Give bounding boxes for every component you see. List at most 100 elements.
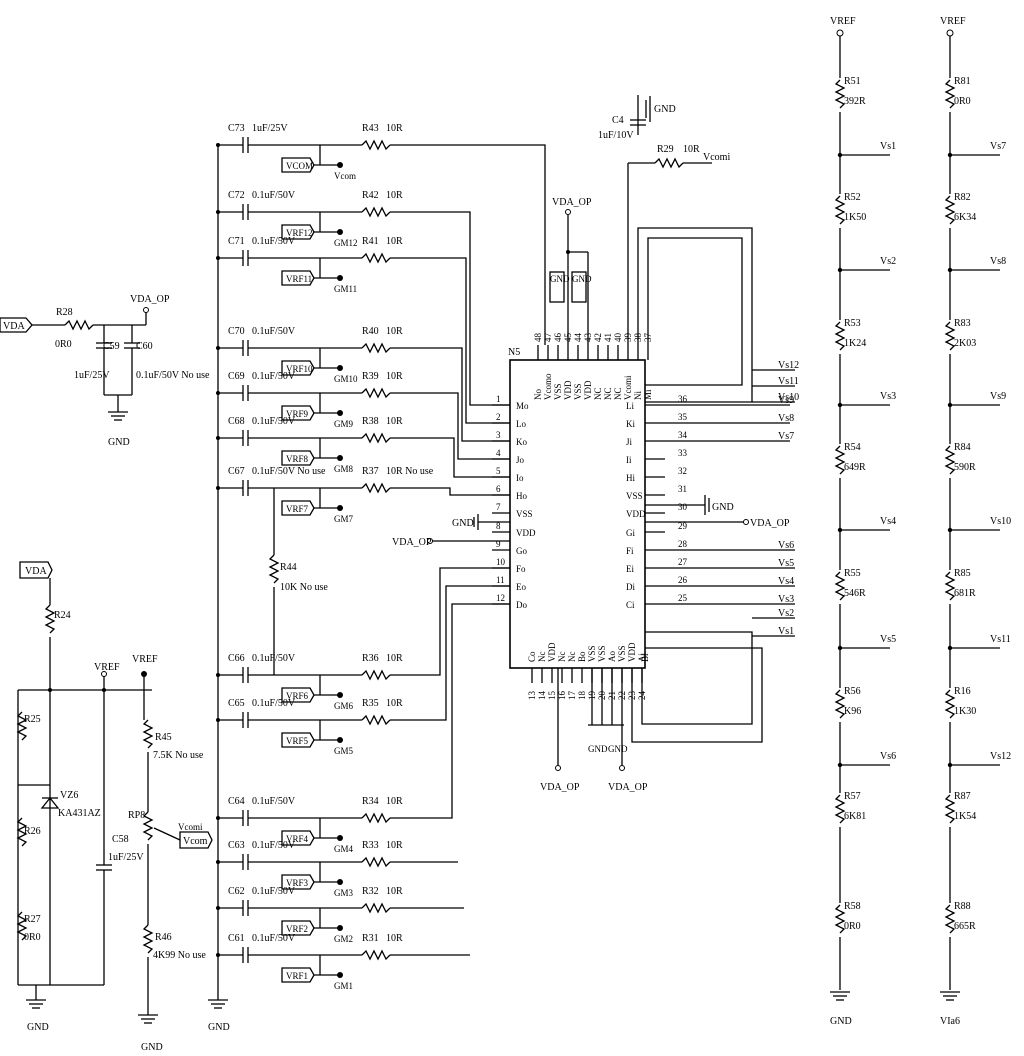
- gm-label: GM1: [334, 981, 353, 991]
- r44-value: 10K No use: [280, 582, 328, 593]
- right-net-label: Vs2: [778, 608, 794, 619]
- ic-pin-number: 10: [496, 557, 506, 567]
- rp8-vcomi: Vcomi: [178, 822, 203, 832]
- port-label: VRF6: [286, 691, 309, 701]
- ic-pin-number: 36: [678, 394, 688, 404]
- ic-pin-name: Gi: [626, 528, 635, 538]
- ic-pin-number: 17: [567, 691, 577, 701]
- resistor-value: 10R: [386, 416, 403, 427]
- ladder-resistor: [944, 79, 956, 109]
- r29-value: 10R: [683, 144, 700, 155]
- ic-pin-name: VSS: [626, 491, 643, 501]
- ladder-gnd-label: VIa6: [940, 1016, 960, 1027]
- ic-pin-name: Do: [516, 600, 527, 610]
- channel-route: [390, 347, 510, 442]
- ladder-resistor-ref: R51: [844, 76, 861, 87]
- ladder-resistor-ref: R53: [844, 318, 861, 329]
- ladder-resistor-value: 392R: [844, 96, 866, 107]
- channel-resistor: [361, 342, 391, 354]
- ic-pin-number: 12: [496, 593, 505, 603]
- pin23-terminal: [619, 765, 625, 771]
- resistor-value: 10R: [386, 236, 403, 247]
- junction-dot: [216, 860, 220, 864]
- ic-pin-name: NC: [593, 387, 603, 400]
- c58-value: 1uF/25V: [108, 852, 144, 863]
- pin8-net: VDA_OP: [392, 537, 432, 548]
- channel-route: [390, 603, 510, 819]
- ladder-resistor-value: 590R: [954, 462, 976, 473]
- port-label: VRF10: [286, 364, 313, 374]
- pin24-loop: [631, 647, 763, 743]
- pin8-terminal: [427, 538, 433, 544]
- right-net-label: Vs6: [778, 540, 794, 551]
- channel-resistor: [361, 139, 391, 151]
- port-label: VRF5: [286, 736, 309, 746]
- junction-dot: [837, 402, 843, 408]
- ic-pin-name: Io: [516, 473, 524, 483]
- junction-dot: [216, 718, 220, 722]
- ic-pin-number: 46: [553, 333, 563, 343]
- channel-resistor: [361, 714, 391, 726]
- junction-dot: [566, 250, 570, 254]
- c60-ref: C60: [136, 341, 153, 352]
- vz6-diode: [40, 796, 60, 809]
- ladder-resistor-value: 649R: [844, 462, 866, 473]
- c59-ref: C59: [103, 341, 120, 352]
- cap-value: 0.1uF/50V: [252, 236, 296, 247]
- port-label: VRF4: [286, 834, 309, 844]
- rp8-potentiometer: [142, 811, 154, 841]
- resistor-ref: R38: [362, 416, 379, 427]
- pin30-net: VDA_OP: [750, 518, 790, 529]
- cap-value: 0.1uF/50V: [252, 698, 296, 709]
- ladder-tap-label: Vs10: [990, 516, 1011, 527]
- top-gnd1: GND: [550, 274, 570, 284]
- ladder-tap-label: Vs8: [990, 256, 1006, 267]
- channel-resistor: [361, 387, 391, 399]
- cap-value: 0.1uF/50V: [252, 416, 296, 427]
- ladder-resistor-ref: R57: [844, 791, 861, 802]
- port-arrow: [281, 830, 315, 846]
- ic-pin-name: Bi: [640, 653, 650, 662]
- r45-value: 7.5K No use: [153, 750, 204, 761]
- ladder-resistor-bg: [945, 903, 955, 937]
- channel-resistor: [361, 949, 391, 961]
- channel-resistor: [361, 812, 391, 824]
- ladder-tap-label: Vs11: [990, 634, 1011, 645]
- right-net-label: Vs7: [778, 431, 794, 442]
- ladder-resistor-ref: R16: [954, 686, 971, 697]
- gm-label: GM12: [334, 238, 358, 248]
- r46-resistor: [142, 924, 154, 954]
- r27-resistor: [16, 911, 28, 941]
- pin30-terminal: [743, 519, 749, 525]
- gm-label: GM7: [334, 514, 354, 524]
- r44-ref: R44: [280, 562, 297, 573]
- rp8-wiper: [153, 827, 181, 841]
- junction-dot: [947, 267, 953, 273]
- resistor-value: 10R: [386, 653, 403, 664]
- cap-ref: C66: [228, 653, 245, 664]
- supply-gnd: GND: [108, 437, 130, 448]
- ic-pin-name: Ei: [626, 564, 634, 574]
- ic-pin-number: 35: [678, 412, 688, 422]
- ic-pin-name: VSS: [573, 383, 583, 400]
- resistor-value: 10R: [386, 840, 403, 851]
- c4-gnd: GND: [654, 104, 676, 115]
- ic-pin-name: Fo: [516, 564, 526, 574]
- ladder-resistor: [944, 904, 956, 934]
- ic-pin-number: 3: [496, 430, 501, 440]
- r24-resistor: [44, 604, 56, 634]
- ladder-resistor-ref: R87: [954, 791, 971, 802]
- r28-value: 0R0: [55, 339, 72, 350]
- gm-terminal: [337, 692, 343, 698]
- ic-pin-name: Vcomo: [543, 373, 553, 400]
- ladder-resistor: [834, 445, 846, 475]
- ic-pin-number: 30: [678, 502, 688, 512]
- ladder-tap-label: Vs6: [880, 751, 896, 762]
- gm-label: GM4: [334, 844, 354, 854]
- cap-value: 0.1uF/50V: [252, 933, 296, 944]
- channel-resistor: [361, 206, 391, 218]
- ic-pin-name: Ci: [626, 600, 635, 610]
- ladder-tap-label: Vs7: [990, 141, 1006, 152]
- ladder-resistor-value: 0R0: [954, 96, 971, 107]
- ic-pin-name: Eo: [516, 582, 526, 592]
